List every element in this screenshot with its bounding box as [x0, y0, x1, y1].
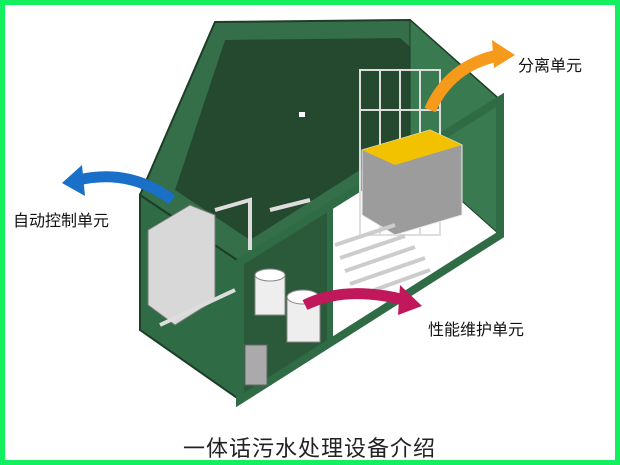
piping — [159, 197, 311, 327]
label-separation-unit: 分离单元 — [518, 56, 583, 75]
caption: 一体话污水处理设备介绍 — [183, 437, 437, 462]
label-auto-control-unit: 自动控制单元 — [13, 211, 110, 230]
arrow-control — [76, 171, 176, 205]
floor-grating — [334, 223, 431, 299]
arrow-control-head — [62, 165, 85, 196]
label-maintenance-unit: 性能维护单元 — [428, 320, 525, 339]
tank-left — [254, 274, 286, 316]
arrow-separation — [424, 49, 502, 113]
arrow-maintenance-head — [398, 285, 422, 315]
membrane-top — [362, 130, 462, 165]
roof-opening — [175, 38, 470, 240]
arrow-separation-head — [492, 40, 515, 68]
arrow-maintenance — [302, 288, 407, 310]
pump — [244, 344, 268, 386]
